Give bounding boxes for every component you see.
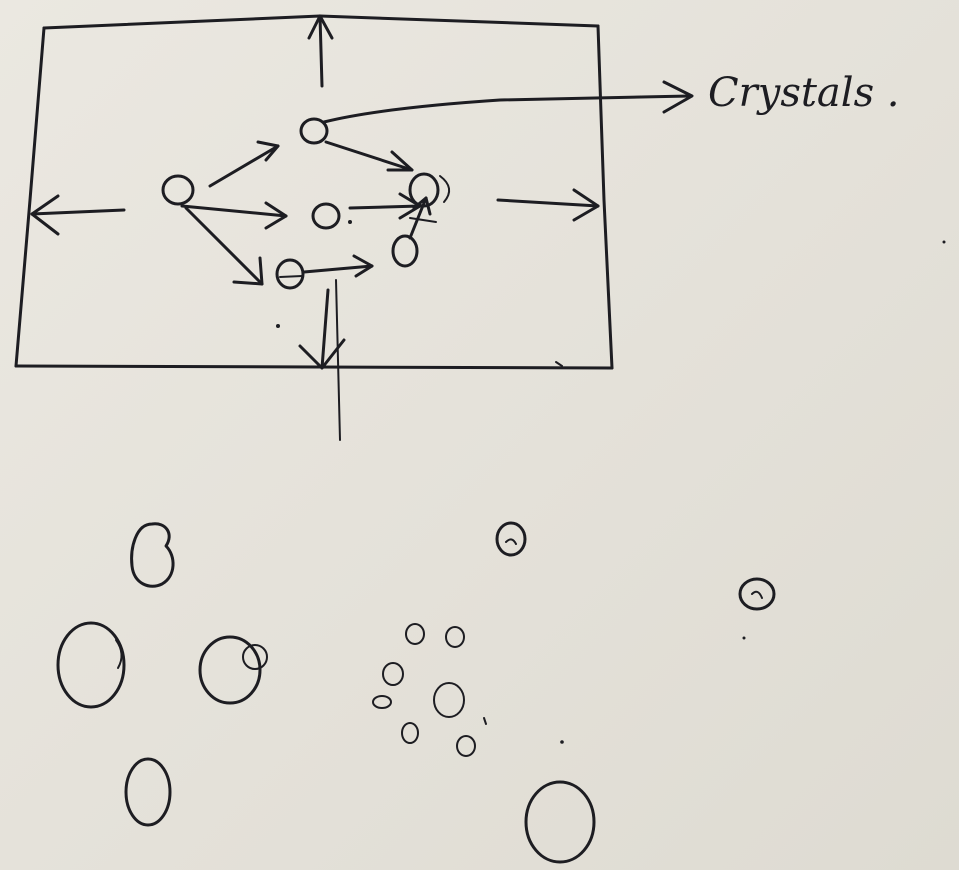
- tiny-circle: [433, 682, 465, 718]
- container-box: [14, 14, 614, 370]
- motion-arrows: [180, 140, 437, 286]
- circle-small-a: [495, 521, 527, 557]
- particle-middle-dot: [348, 220, 352, 224]
- arrow-down-extension-line: [335, 279, 341, 441]
- tiny-circle: [401, 722, 419, 744]
- circle-small-overlap: [242, 644, 268, 670]
- circle-small-b: [738, 577, 776, 611]
- arrow-left: [30, 194, 126, 236]
- particles-in-box: [161, 117, 451, 328]
- arrow-bottom-to-right: [302, 254, 374, 278]
- arrow-source-to-middle: [180, 201, 288, 230]
- box-left-edge: [14, 26, 46, 368]
- circle-large-a: [130, 522, 175, 588]
- tiny-circle-cluster: [372, 623, 487, 757]
- circle-large-d: [124, 757, 172, 827]
- arrow-right-bottom-to-cluster: [408, 196, 437, 240]
- arrow-up: [307, 14, 334, 88]
- arrow-right: [496, 188, 600, 222]
- tiny-circle: [382, 662, 404, 686]
- circle-large-e: [524, 780, 596, 864]
- arrow-source-to-top: [208, 140, 280, 188]
- expansion-arrows: [30, 14, 600, 441]
- stray-ink-dot: [942, 240, 946, 244]
- tiny-circle: [405, 623, 425, 645]
- tiny-circle: [456, 735, 476, 757]
- circle-large-b: [56, 621, 126, 709]
- particle-middle: [311, 202, 341, 230]
- arrow-down: [298, 279, 346, 441]
- stray-ink-dot: [276, 324, 280, 328]
- arrow-middle-to-cluster: [348, 192, 422, 220]
- scattered-circles: [56, 240, 946, 864]
- stray-ink-dot: [742, 636, 746, 640]
- particle-source: [161, 174, 195, 206]
- crystals-label: Crystals .: [708, 70, 900, 116]
- particle-top: [299, 117, 329, 145]
- box-bottom-edge: [14, 364, 614, 370]
- box-right-edge: [596, 24, 614, 370]
- circle-large-c: [198, 635, 262, 705]
- arrow-source-to-bottom: [184, 206, 264, 286]
- particle-right-bottom: [391, 234, 419, 268]
- arrow-top-to-cluster: [324, 140, 414, 172]
- stray-ink-dot: [560, 740, 564, 744]
- tiny-circle: [445, 626, 465, 648]
- crystals-pointer-arrow: [322, 80, 694, 124]
- tiny-circle: [372, 695, 392, 709]
- box-corner-mark: [555, 361, 563, 367]
- particle-bottom: [275, 258, 305, 290]
